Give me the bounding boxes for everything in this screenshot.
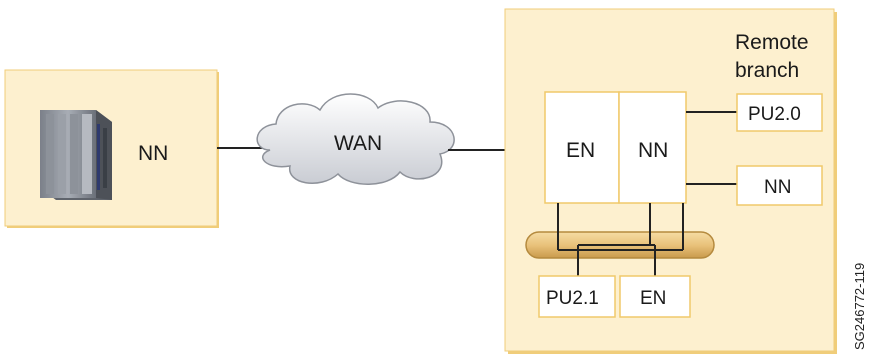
wan-cloud: WAN (256, 93, 455, 185)
bus-wiring (557, 203, 684, 276)
nn-node-box (618, 91, 687, 204)
pu20-box (736, 93, 823, 132)
nn-node-label: NN (638, 139, 668, 162)
host-panel: NN (4, 69, 219, 228)
host-nn-label: NN (138, 142, 168, 165)
branch-title-line2: branch (735, 59, 799, 82)
en-node-box (544, 91, 620, 204)
pu20-label: PU2.0 (748, 104, 801, 125)
figure-id: SG246772-119 (852, 262, 867, 350)
nn-right-label: NN (764, 177, 791, 198)
server-icon (40, 110, 112, 200)
en-node-label: EN (566, 139, 595, 162)
remote-branch-panel: Remote branch EN NN PU2.0 NN PU2.1 EN (504, 8, 837, 354)
nn-right-box (736, 165, 823, 206)
wan-label: WAN (334, 132, 382, 155)
branch-title-line1: Remote (735, 31, 809, 54)
pu21-label: PU2.1 (546, 288, 599, 309)
pu21-box (538, 275, 616, 318)
en-bottom-label: EN (640, 288, 666, 309)
en-bottom-box (619, 275, 691, 318)
